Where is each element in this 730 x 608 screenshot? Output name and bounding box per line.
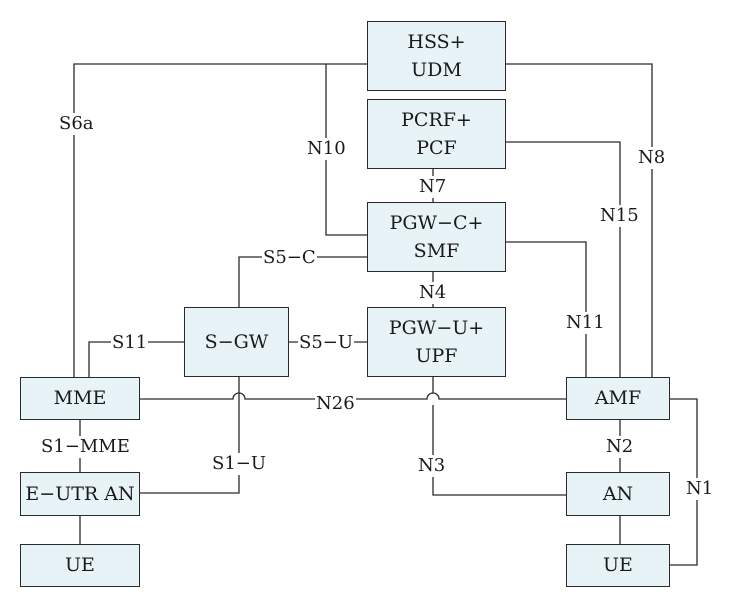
node-pcrf-pcf: PCRF+ PCF — [367, 99, 506, 169]
label-n8: N8 — [637, 147, 667, 169]
node-an-label: AN — [602, 482, 634, 505]
node-amf-label: AMF — [594, 387, 642, 410]
link-s11 — [88, 341, 184, 377]
node-pgwu-upf: PGW−U+ UPF — [367, 307, 506, 377]
node-sgw: S−GW — [184, 307, 289, 377]
node-pcrf-pcf-line2: PCF — [416, 137, 457, 159]
node-eutran: E−UTR AN — [20, 472, 140, 516]
link-s5c — [238, 256, 367, 307]
label-s1mme: S1−MME — [40, 436, 131, 458]
label-n7: N7 — [418, 176, 448, 198]
node-pgwc-smf: PGW−C+ SMF — [367, 202, 506, 272]
link-n11 — [506, 241, 587, 377]
node-ue-left: UE — [20, 544, 140, 587]
label-s11: S11 — [111, 332, 149, 354]
label-n1: N1 — [685, 478, 715, 500]
link-n15 — [506, 141, 621, 377]
node-amf: AMF — [566, 377, 670, 420]
node-mme-label: MME — [53, 387, 107, 410]
label-s5u: S5−U — [298, 332, 355, 354]
label-n2: N2 — [605, 436, 635, 458]
node-pcrf-pcf-line1: PCRF+ — [401, 108, 472, 131]
label-s5c: S5−C — [262, 247, 317, 269]
label-n11: N11 — [565, 312, 606, 334]
link-s1u — [140, 376, 240, 494]
link-s6a — [73, 63, 367, 377]
label-n10: N10 — [306, 138, 347, 160]
node-hss-udm-line1: HSS+ — [407, 30, 466, 53]
node-ue-right: UE — [566, 544, 670, 587]
label-n26: N26 — [315, 393, 356, 415]
node-pgwu-upf-line2: UPF — [415, 345, 458, 367]
label-s1u: S1−U — [211, 453, 268, 475]
node-hss-udm-line2: UDM — [411, 59, 462, 81]
node-eutran-label: E−UTR AN — [25, 482, 135, 505]
node-ue-left-label: UE — [65, 554, 95, 577]
link-n3 — [432, 376, 566, 496]
label-n3: N3 — [417, 455, 447, 477]
node-pgwc-smf-line2: SMF — [413, 240, 460, 262]
link-n8 — [506, 63, 653, 377]
node-pgwu-upf-line1: PGW−U+ — [388, 316, 485, 339]
link-n10 — [325, 64, 367, 236]
node-pgwc-smf-line1: PGW−C+ — [389, 211, 484, 234]
label-n15: N15 — [599, 205, 640, 227]
node-ue-right-label: UE — [603, 554, 633, 577]
node-an: AN — [566, 472, 670, 516]
label-n4: N4 — [418, 282, 448, 304]
node-hss-udm: HSS+ UDM — [367, 21, 506, 91]
node-mme: MME — [20, 377, 140, 420]
label-s6a: S6a — [58, 113, 95, 135]
node-sgw-label: S−GW — [204, 330, 269, 353]
